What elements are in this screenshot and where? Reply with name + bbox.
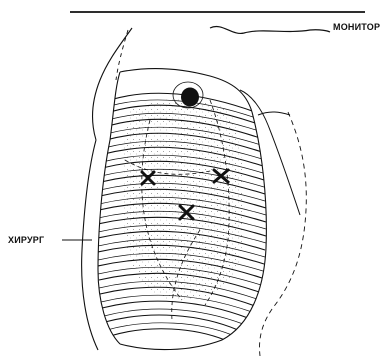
monitor-contour — [210, 26, 330, 33]
surgeon-label: ХИРУРГ — [8, 235, 44, 245]
camera-port-marker — [173, 82, 203, 108]
lung-area — [122, 99, 244, 301]
monitor-label: МОНИТОР — [333, 22, 380, 32]
dashed-outline-left — [116, 30, 128, 80]
